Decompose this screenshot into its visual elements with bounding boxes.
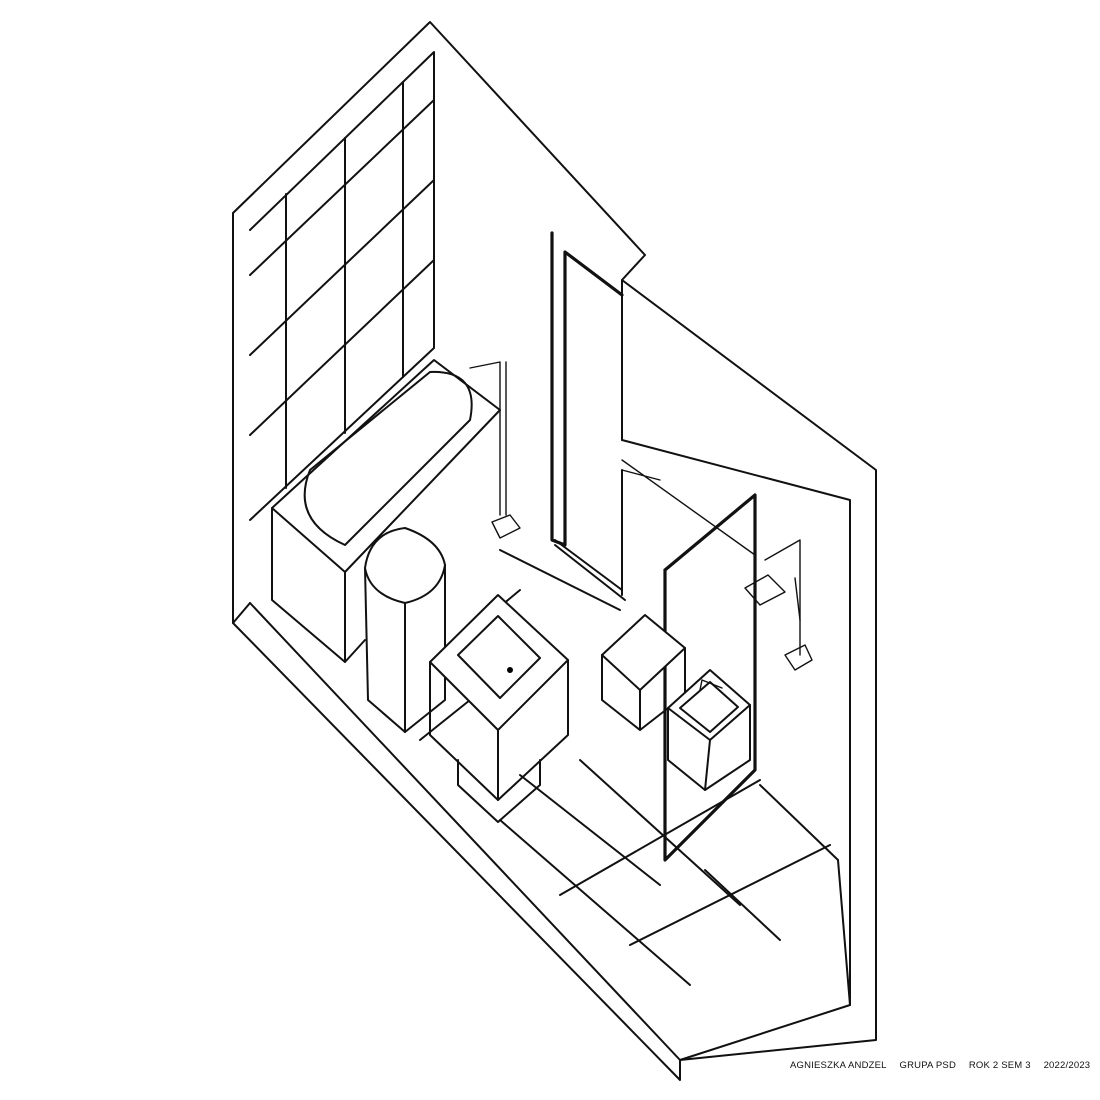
tile-horizontal-2 — [249, 179, 435, 356]
floor-tile-line-9 — [704, 869, 781, 941]
small-basin — [667, 669, 751, 791]
floor-front-edge — [249, 602, 681, 1061]
shower-shelf — [784, 644, 813, 671]
caption-year-semester: ROK 2 SEM 3 — [968, 1060, 1031, 1071]
bath-faucet-base — [491, 514, 521, 539]
bath-faucet-stand — [469, 361, 501, 516]
left-wall-base — [232, 602, 251, 624]
outer-walls — [232, 21, 877, 1081]
upper-wall-panel-top — [621, 469, 661, 481]
shower-head — [744, 574, 786, 606]
floor-tile-line-8 — [579, 759, 741, 906]
floor-tile-line-1 — [499, 549, 621, 611]
wall-cabinet-top — [601, 614, 686, 691]
shower-hand-held — [794, 577, 801, 621]
floor-tile-line-11 — [419, 699, 471, 741]
floor-tile-line-5 — [499, 819, 691, 986]
small-basin-edge — [704, 739, 711, 791]
door-frame — [550, 231, 624, 547]
outer-wall-outline — [232, 21, 877, 1081]
door-threshold — [554, 539, 623, 591]
caption-academic-year: 2022/2023 — [1043, 1060, 1091, 1071]
upper-wall-panel — [621, 469, 661, 596]
floor-right-edge — [837, 859, 851, 1006]
right-wall-cap — [621, 439, 851, 1061]
washbasin-bowl — [457, 615, 541, 699]
tile-horizontal-3 — [249, 259, 435, 436]
floor-tile-line-10 — [759, 784, 839, 861]
caption-group: GRUPA PSD — [899, 1060, 957, 1071]
tall-cabinet-top — [364, 527, 446, 604]
shower-rail — [621, 459, 756, 556]
bathtub-basin — [303, 370, 473, 546]
floor-tiles — [419, 544, 839, 986]
tall-cabinet — [364, 527, 446, 733]
drawing-caption: AGNIESZKA ANDZEL GRUPA PSD ROK 2 SEM 3 2… — [790, 1060, 1090, 1071]
shower-glass-panel — [663, 493, 757, 862]
bathtub-side-bottom — [344, 639, 366, 663]
door — [550, 231, 624, 591]
floor-tile-line-4 — [519, 774, 661, 886]
floor-tile-line-3 — [554, 544, 626, 601]
washbasin-pedestal — [429, 594, 569, 823]
wall-tiles — [249, 81, 435, 489]
tile-horizontal-1 — [249, 99, 435, 276]
small-basin-tap — [699, 679, 723, 691]
bathtub — [271, 359, 501, 663]
bath-faucet — [469, 361, 521, 539]
shower-column — [764, 539, 801, 656]
caption-author: AGNIESZKA ANDZEL — [790, 1060, 887, 1071]
small-basin-top — [667, 669, 751, 741]
wall-cabinet — [601, 614, 686, 731]
bathtub-front — [271, 507, 346, 663]
washbasin-top — [429, 594, 569, 731]
washbasin-drain — [507, 667, 513, 673]
outer-wall-inner-outline — [249, 51, 435, 521]
washbasin-pedestal-base — [457, 759, 541, 823]
